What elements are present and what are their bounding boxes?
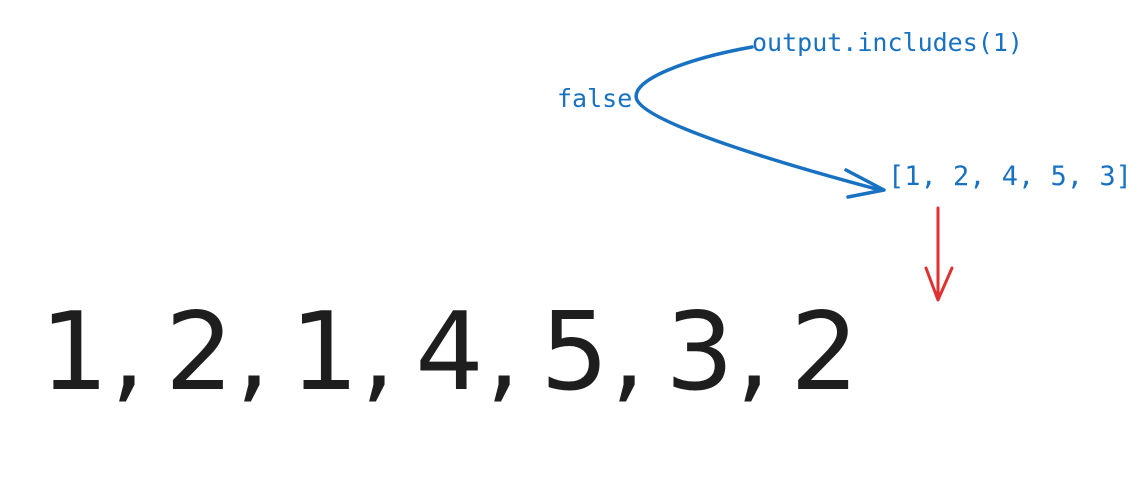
result-label: false [557, 84, 633, 113]
sequence-item: 1, [40, 290, 148, 415]
highlight-arrow-head [924, 266, 954, 302]
sequence-item: 5, [540, 290, 648, 415]
flow-curve [634, 45, 882, 192]
sequence-item: 2, [165, 290, 273, 415]
number-sequence: 1, 2, 1, 4, 5, 3, 2 [40, 290, 1040, 430]
expression-label: output.includes(1) [752, 28, 1023, 57]
sequence-item: 1, [290, 290, 398, 415]
flow-arrowhead [844, 168, 886, 199]
sequence-item: 2 [790, 290, 861, 415]
output-array-label: [1, 2, 4, 5, 3] [888, 161, 1132, 192]
sequence-item: 3, [665, 290, 773, 415]
sequence-item: 4, [415, 290, 523, 415]
